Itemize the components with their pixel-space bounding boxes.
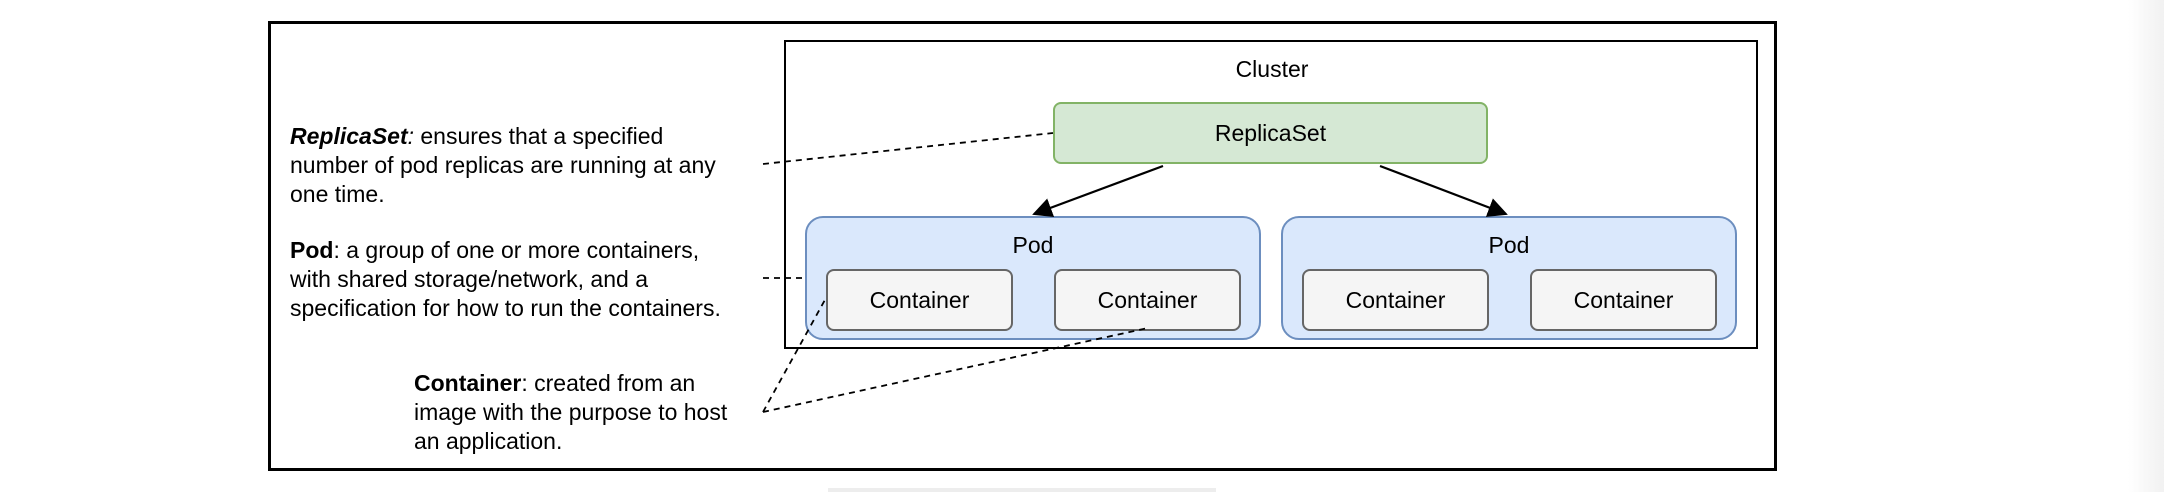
container-note-line: an application. (414, 428, 563, 454)
container-box: Container (826, 269, 1013, 331)
container-label: Container (869, 286, 970, 313)
pod-note: Pod: a group of one or more containers, … (290, 236, 721, 323)
replicaset-note-line: ReplicaSet: ensures that a specified (290, 122, 716, 151)
pod-box: Pod Container Container (1281, 216, 1737, 340)
replicaset-note-line: number of pod replicas are running at an… (290, 152, 716, 178)
container-box: Container (1530, 269, 1717, 331)
container-note-text: : created from an (521, 370, 696, 396)
container-box: Container (1302, 269, 1489, 331)
replicaset-colon: : (407, 123, 414, 149)
pod-note-line: specification for how to run the contain… (290, 295, 721, 321)
pod-note-line: with shared storage/network, and a (290, 266, 648, 292)
replicaset-label: ReplicaSet (1214, 119, 1327, 146)
page-edge-shadow (2128, 0, 2164, 492)
replicaset-note-text: ensures that a specified (414, 123, 664, 149)
container-label: Container (1573, 286, 1674, 313)
container-note-line: image with the purpose to host (414, 399, 728, 425)
horizontal-scrollbar[interactable] (828, 488, 1216, 492)
container-note-line: Container: created from an (414, 369, 727, 398)
pod-label: Pod (1012, 232, 1054, 258)
pod-term: Pod (290, 237, 334, 263)
replicaset-note-line: one time. (290, 181, 385, 207)
container-note: Container: created from an image with th… (414, 369, 727, 456)
diagram-frame (268, 21, 1777, 471)
cluster-label: Cluster (1235, 56, 1309, 82)
replicaset-note: ReplicaSet: ensures that a specified num… (290, 122, 716, 209)
pod-label: Pod (1488, 232, 1530, 258)
pod-note-line: Pod: a group of one or more containers, (290, 236, 721, 265)
cluster-box (784, 40, 1758, 349)
container-label: Container (1345, 286, 1446, 313)
pod-box: Pod Container Container (805, 216, 1261, 340)
replicaset-term: ReplicaSet (290, 123, 408, 149)
container-box: Container (1054, 269, 1241, 331)
pod-note-text: : a group of one or more containers, (333, 237, 700, 263)
container-label: Container (1097, 286, 1198, 313)
replicaset-box: ReplicaSet (1053, 102, 1488, 164)
container-term: Container (414, 370, 522, 396)
